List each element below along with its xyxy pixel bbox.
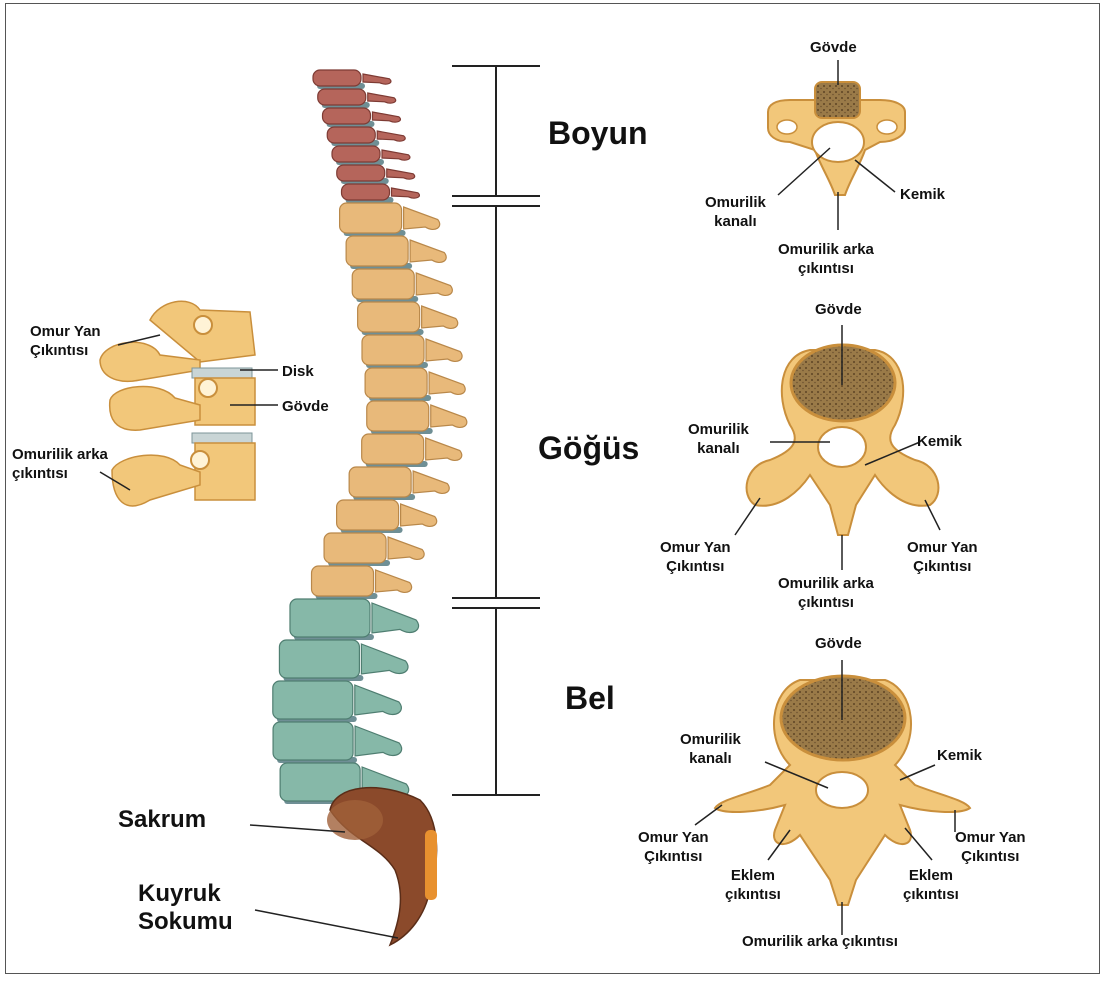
side-vertebrae-detail xyxy=(100,301,255,506)
vertebra-spinous-process xyxy=(410,240,446,262)
vertebra-body xyxy=(342,184,390,200)
vertebra-body xyxy=(273,722,353,760)
vertebra-body xyxy=(362,434,424,464)
vertebra-body xyxy=(367,401,429,431)
vertebra-body xyxy=(312,566,374,596)
vertebra-body xyxy=(279,640,359,678)
vertebra-spinous-process xyxy=(426,438,462,460)
vertebra-spinous-process xyxy=(376,570,412,592)
vertebra-body xyxy=(318,89,366,105)
vertebra-body xyxy=(332,146,380,162)
vertebra-spinous-process xyxy=(392,188,420,198)
vertebra-body xyxy=(324,533,386,563)
vertebra-body xyxy=(313,70,361,86)
vertebra-body xyxy=(337,500,399,530)
vertebra-body xyxy=(340,203,402,233)
vertebra-spinous-process xyxy=(372,603,419,633)
lumbar-spinous-label: Omurilik arka çıkıntısı xyxy=(742,932,898,951)
vertebra-body xyxy=(346,236,408,266)
vertebra-body xyxy=(273,681,353,719)
side-disk-label: Disk xyxy=(282,362,314,381)
vertebra-spinous-process xyxy=(355,685,402,715)
sacrum-coccyx xyxy=(327,788,437,945)
cervical-body-label: Gövde xyxy=(810,38,857,57)
cervical-vertebra xyxy=(768,82,905,195)
thoracic-canal-label: Omurilik kanalı xyxy=(688,420,749,458)
vertebra-body xyxy=(327,127,375,143)
vertebra-spinous-process xyxy=(382,150,410,160)
vertebra-body xyxy=(352,269,414,299)
lumbar-bone-label: Kemik xyxy=(937,746,982,765)
vertebra-spinous-process xyxy=(429,372,465,394)
cervical-bone-label: Kemik xyxy=(900,185,945,204)
spine-column xyxy=(273,70,467,804)
vertebra-spinous-process xyxy=(388,537,424,559)
vertebra-spinous-process xyxy=(416,273,452,295)
vertebra-body xyxy=(358,302,420,332)
side-body-label: Gövde xyxy=(282,397,329,416)
vertebra-spinous-process xyxy=(422,306,458,328)
lumbar-facet-right-label: Eklem çıkıntısı xyxy=(903,866,959,904)
vertebra-body xyxy=(349,467,411,497)
region-label-cervical: Boyun xyxy=(548,115,648,151)
vertebra-body xyxy=(323,108,371,124)
vertebra-body xyxy=(337,165,385,181)
cervical-spinous-label: Omurilik arka çıkıntısı xyxy=(778,240,874,278)
region-label-thoracic: Göğüs xyxy=(538,430,639,466)
vertebra-spinous-process xyxy=(373,112,401,122)
vertebra-spinous-process xyxy=(368,93,396,103)
thoracic-body-label: Gövde xyxy=(815,300,862,319)
region-brackets xyxy=(452,66,540,795)
cervical-canal-label: Omurilik kanalı xyxy=(705,193,766,231)
thoracic-transverse-left-label: Omur Yan Çıkıntısı xyxy=(660,538,731,576)
thoracic-bone-label: Kemik xyxy=(917,432,962,451)
sacrum-label: Sakrum xyxy=(118,806,206,834)
vertebra-spinous-process xyxy=(363,74,391,84)
side-transverse-label: Omur Yan Çıkıntısı xyxy=(30,322,101,360)
vertebra-spinous-process xyxy=(355,726,402,756)
vertebra-spinous-process xyxy=(377,131,405,141)
vertebra-body xyxy=(362,335,424,365)
vertebra-spinous-process xyxy=(426,339,462,361)
side-spinous-label: Omurilik arka çıkıntısı xyxy=(12,445,108,483)
region-label-lumbar: Bel xyxy=(565,680,615,716)
coccyx-label: Kuyruk Sokumu xyxy=(138,880,233,936)
lumbar-transverse-right-label: Omur Yan Çıkıntısı xyxy=(955,828,1026,866)
vertebra-spinous-process xyxy=(361,644,408,674)
lumbar-transverse-left-label: Omur Yan Çıkıntısı xyxy=(638,828,709,866)
thoracic-spinous-label: Omurilik arka çıkıntısı xyxy=(778,574,874,612)
vertebra-body xyxy=(290,599,370,637)
vertebra-spinous-process xyxy=(401,504,437,526)
vertebra-spinous-process xyxy=(404,207,440,229)
lumbar-canal-label: Omurilik kanalı xyxy=(680,730,741,768)
vertebra-spinous-process xyxy=(431,405,467,427)
vertebra-spinous-process xyxy=(413,471,449,493)
lumbar-facet-left-label: Eklem çıkıntısı xyxy=(725,866,781,904)
lumbar-body-label: Gövde xyxy=(815,634,862,653)
vertebra-spinous-process xyxy=(387,169,415,179)
thoracic-transverse-right-label: Omur Yan Çıkıntısı xyxy=(907,538,978,576)
vertebra-body xyxy=(365,368,427,398)
